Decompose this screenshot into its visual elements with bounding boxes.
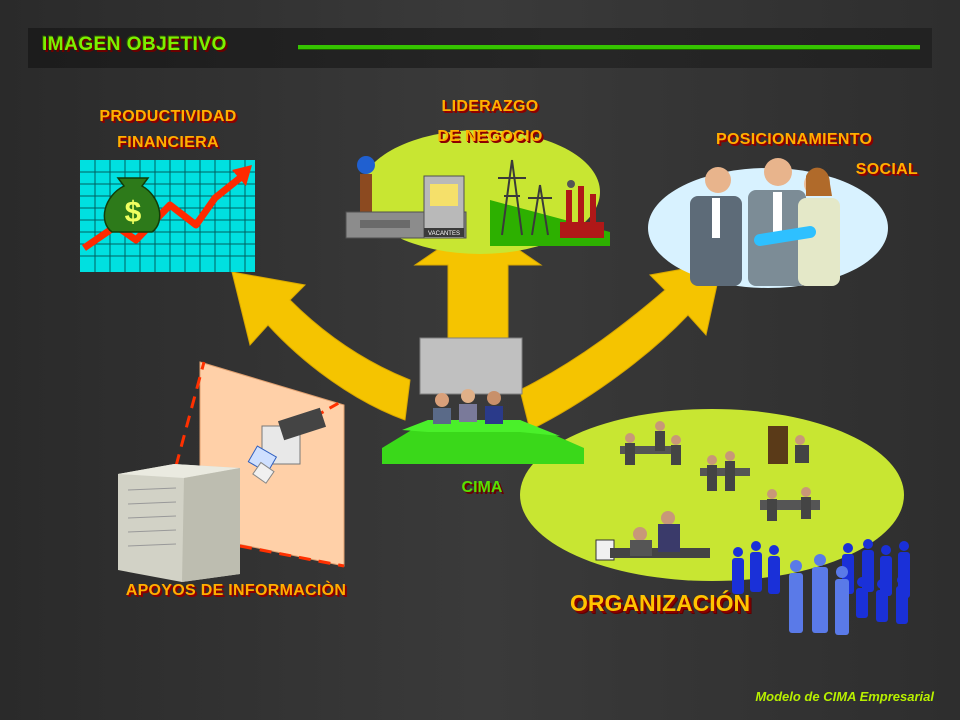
dashed-line-2 bbox=[239, 544, 345, 568]
yellow-arrows bbox=[231, 221, 723, 431]
factory-icon: VACANTES bbox=[345, 156, 467, 239]
arrow-right bbox=[519, 261, 723, 431]
factory-sign: VACANTES bbox=[428, 231, 460, 237]
office-groups bbox=[595, 421, 820, 561]
posicionamiento-label: POSICIONAMIENTO SOCIAL bbox=[700, 125, 940, 185]
crowd-icon bbox=[732, 539, 910, 635]
growth-chart-icon bbox=[80, 160, 255, 272]
posicionamiento-line-2: SOCIAL bbox=[855, 161, 918, 178]
liderazgo-line-1: LIDERAZGO bbox=[441, 98, 539, 115]
organizacion-label: ORGANIZACIÓN bbox=[570, 590, 751, 616]
liderazgo-label: LIDERAZGO DE NEGOCIO bbox=[390, 92, 590, 152]
svg-text:$: $ bbox=[125, 196, 142, 229]
dashed-line-1 bbox=[174, 361, 206, 467]
apoyos-label: APOYOS DE INFORMACIÒN bbox=[125, 582, 347, 599]
money-bag-icon: $ bbox=[103, 177, 161, 233]
printer-icon bbox=[247, 407, 327, 484]
liderazgo-line-2: DE NEGOCIO bbox=[437, 128, 543, 145]
server-icon bbox=[118, 464, 240, 582]
productividad-label: PRODUCTIVIDAD FINANCIERA bbox=[68, 104, 268, 156]
meeting-table-icon bbox=[382, 337, 584, 464]
footer-caption: Modelo de CIMA Empresarial bbox=[755, 689, 934, 704]
productividad-line-2: FINANCIERA bbox=[117, 134, 219, 151]
posicionamiento-line-1: POSICIONAMIENTO bbox=[716, 131, 873, 148]
power-tower-icon bbox=[490, 159, 610, 246]
handshake-icon bbox=[690, 158, 840, 286]
productividad-line-1: PRODUCTIVIDAD bbox=[99, 108, 237, 125]
slide-title: IMAGEN OBJETIVO bbox=[42, 34, 227, 55]
cima-label: CIMA bbox=[461, 479, 503, 496]
arrow-left bbox=[231, 271, 411, 421]
title-underline bbox=[298, 45, 920, 49]
